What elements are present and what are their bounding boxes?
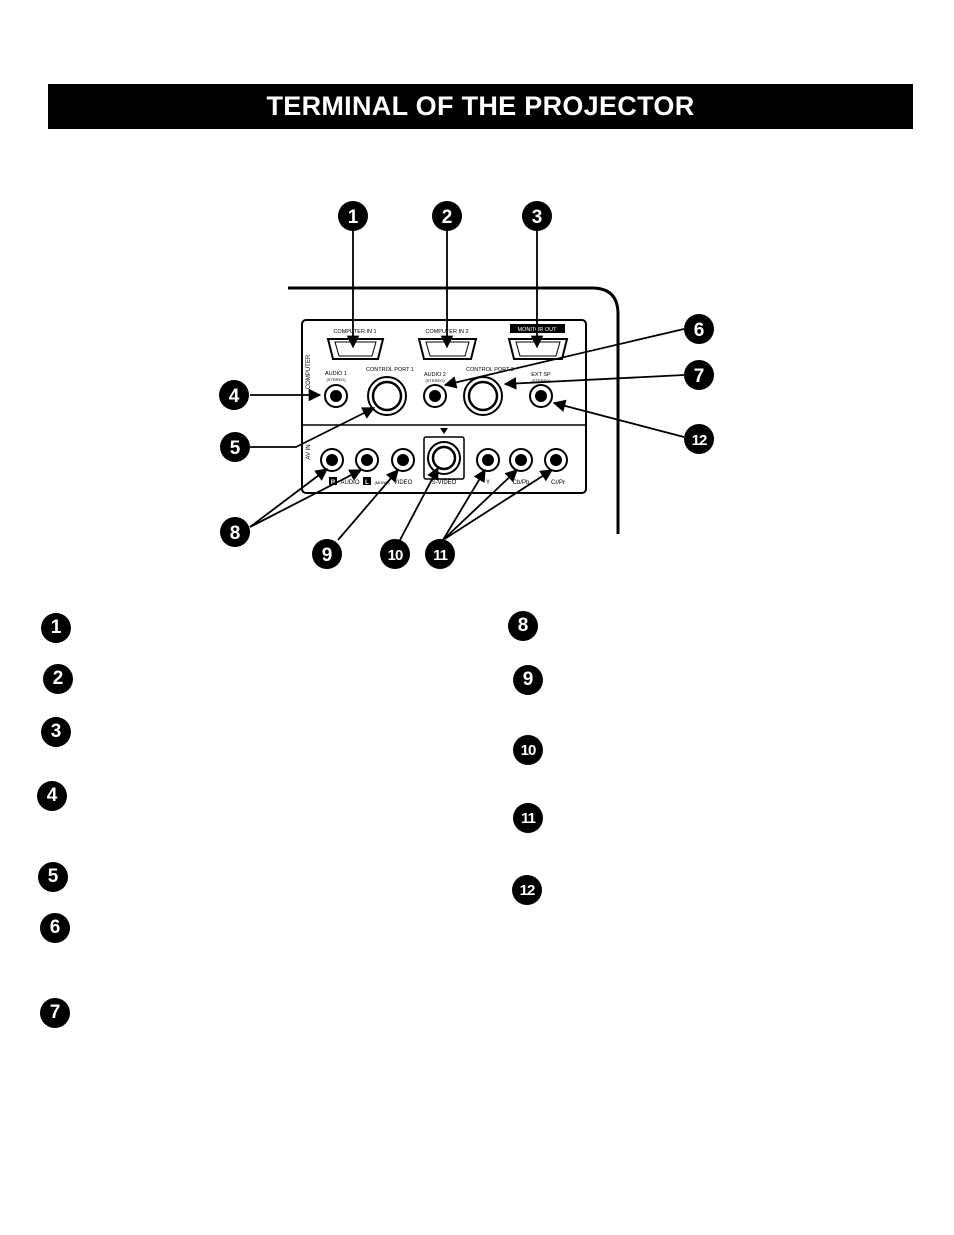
svg-text:3: 3 — [532, 207, 543, 228]
y-label: Y — [486, 480, 490, 486]
control-port-1-connector: CONTROL PORT 1 — [366, 367, 414, 416]
svg-text:10: 10 — [388, 547, 403, 564]
cb-pb-label: Cb/Pb — [513, 480, 530, 486]
leader-6 — [443, 328, 685, 389]
callout-10: 10 — [380, 539, 410, 569]
audio-2-label: AUDIO 2 — [424, 372, 446, 378]
audio-1-jack: AUDIO 1 (STEREO) — [324, 371, 348, 408]
legend-badge-12: 12 — [512, 875, 542, 905]
r-mark: R — [331, 480, 336, 486]
leader-11b — [442, 469, 518, 541]
callout-1: 1 — [338, 201, 368, 231]
video-label: VIDEO — [394, 480, 413, 486]
svg-text:9: 9 — [322, 545, 333, 566]
svg-text:7: 7 — [694, 366, 705, 387]
s-video-marker-triangle — [440, 428, 448, 434]
r-mark-box — [329, 477, 337, 485]
ext-sp-sub-label: (STEREO) — [531, 378, 551, 383]
leader-lines — [249, 230, 685, 541]
leader-11a — [442, 468, 486, 541]
legend-badge-9: 9 — [513, 665, 543, 695]
page-title: TERMINAL OF THE PROJECTOR — [266, 91, 695, 121]
callout-12: 12 — [684, 424, 714, 454]
svg-text:8: 8 — [230, 523, 241, 544]
ext-sp-label: EXT SP — [531, 372, 551, 378]
leader-11c — [442, 469, 554, 541]
computer-in-1-label: COMPUTER IN 1 — [333, 329, 376, 335]
leader-7 — [503, 374, 685, 390]
leader-9 — [337, 469, 399, 541]
page-title-bar: TERMINAL OF THE PROJECTOR — [48, 84, 913, 129]
legend-badge-8: 8 — [508, 611, 538, 641]
control-port-1-label: CONTROL PORT 1 — [366, 367, 414, 373]
svg-text:2: 2 — [442, 207, 453, 228]
audio-1-sub-label: (STEREO) — [326, 377, 346, 382]
legend-badge-2: 2 — [43, 664, 73, 694]
legend-badge-1: 1 — [41, 613, 71, 643]
l-mark-box — [363, 477, 371, 485]
svg-text:6: 6 — [694, 320, 705, 341]
callout-5: 5 — [220, 432, 250, 462]
svg-text:1: 1 — [348, 207, 359, 228]
mono-label: (MONO) — [374, 480, 390, 485]
callout-9: 9 — [312, 539, 342, 569]
svg-text:12: 12 — [692, 432, 707, 449]
audio-2-jack: AUDIO 2 (STEREO) — [423, 372, 447, 408]
monitor-out-connector: MONITOR OUT — [507, 324, 569, 360]
legend-badge-5: 5 — [38, 862, 68, 892]
svg-text:5: 5 — [230, 438, 241, 459]
svg-text:11: 11 — [433, 547, 448, 564]
control-port-2-connector: CONTROL PORT 2 — [463, 367, 514, 416]
callout-11: 11 — [425, 539, 455, 569]
callout-2: 2 — [432, 201, 462, 231]
cr-pr-label: Cr/Pr — [551, 480, 565, 486]
audio-2-sub-label: (STEREO) — [425, 378, 445, 383]
leader-10 — [399, 466, 439, 541]
leader-12 — [552, 399, 685, 438]
y-jack — [476, 448, 500, 472]
leader-8a — [249, 468, 329, 528]
callout-6: 6 — [684, 314, 714, 344]
ext-sp-jack: EXT SP (STEREO) — [529, 372, 553, 408]
legend-badge-10: 10 — [513, 735, 543, 765]
callout-7: 7 — [684, 360, 714, 390]
callout-3: 3 — [522, 201, 552, 231]
cb-pb-jack — [509, 448, 533, 472]
computer-side-label: COMPUTER — [306, 354, 312, 389]
legend-badge-6: 6 — [40, 913, 70, 943]
callout-4: 4 — [219, 380, 249, 410]
callout-8: 8 — [220, 517, 250, 547]
control-port-2-label: CONTROL PORT 2 — [466, 367, 514, 373]
audio-1-label: AUDIO 1 — [325, 371, 347, 377]
audio-label: AUDIO — [340, 480, 359, 486]
legend-badge-4: 4 — [37, 781, 67, 811]
audio-r-jack — [320, 448, 344, 472]
legend-badge-3: 3 — [41, 717, 71, 747]
s-video-label: S-VIDEO — [432, 480, 457, 486]
computer-in-1-connector: COMPUTER IN 1 — [326, 329, 385, 360]
legend-badge-7: 7 — [40, 998, 70, 1028]
l-mark: L — [365, 480, 369, 486]
legend-badge-11: 11 — [513, 803, 543, 833]
svg-text:4: 4 — [229, 386, 240, 407]
projector-housing-outline — [288, 286, 620, 534]
cr-pr-jack — [544, 448, 568, 472]
audio-l-jack — [355, 448, 379, 472]
leader-5 — [250, 407, 376, 448]
leader-8b — [249, 469, 363, 528]
video-jack — [391, 448, 415, 472]
av-in-side-label: AV IN — [306, 444, 312, 459]
